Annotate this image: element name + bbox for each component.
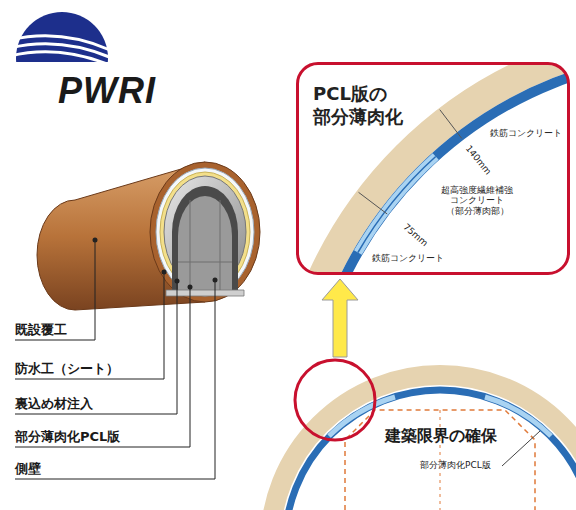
pointer-arrow: [322, 279, 358, 357]
tunnel-3d: [37, 162, 260, 310]
material-label: 超高強度繊維補強 コンクリート （部分薄肉部）: [440, 185, 514, 216]
material-label: 鉄筋コンクリート: [490, 128, 562, 138]
detail-callout-box: PCL版の 部分薄肉化: [296, 62, 570, 275]
part-label: 裏込め材注入: [15, 397, 93, 412]
part-label: 既設覆工: [15, 323, 67, 338]
part-label: 防水工（シート）: [15, 362, 119, 377]
section-heading: 建築限界の確保: [385, 427, 497, 445]
leader-lines: [15, 240, 215, 479]
callout-title: PCL版の 部分薄肉化: [313, 83, 412, 128]
logo-text: PWRI: [58, 70, 156, 111]
material-label: 鉄筋コンクリート: [372, 253, 444, 263]
part-label: 部分薄肉化PCL版: [15, 430, 120, 445]
part-label: 側壁: [15, 462, 41, 477]
leader-dots: [93, 238, 218, 290]
part-label: 部分薄肉化PCL版: [420, 460, 491, 470]
logo-mark: [10, 12, 112, 62]
tunnel-section: [270, 360, 576, 510]
lining-detail: [298, 64, 568, 273]
